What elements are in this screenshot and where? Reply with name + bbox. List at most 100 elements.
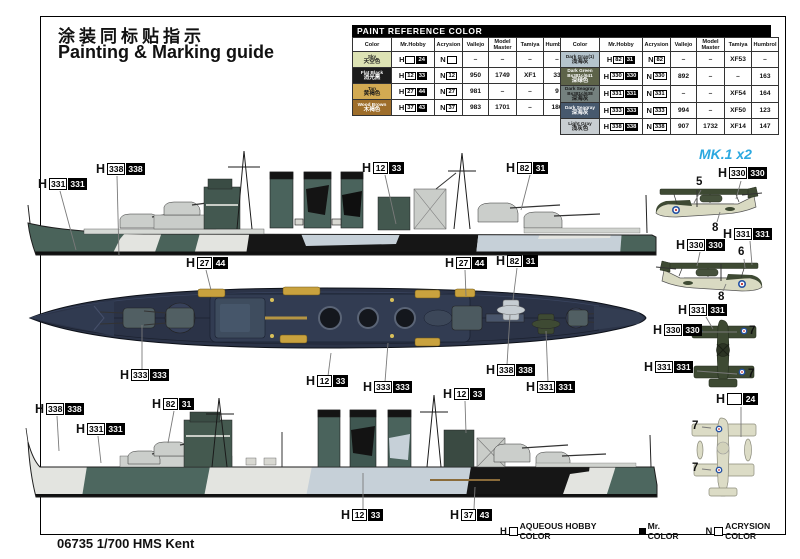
color-name: Dark Gray(1) — [565, 53, 595, 59]
mr-color-code-box: 331 — [624, 89, 639, 98]
aqueous-code-box: 330 — [729, 167, 748, 179]
color-name-cn: 消光黑 — [363, 75, 381, 81]
mr-color-code-box: 333 — [150, 369, 169, 381]
kit-number-title: 06735 1/700 HMS Kent — [57, 536, 195, 551]
legend-acrysion-label: ACRYSION COLOR — [725, 521, 771, 541]
aqueous-code-box: 330 — [664, 324, 683, 336]
legend-h-prefix: H — [500, 525, 507, 537]
tamiya-cell: XF53 — [724, 51, 752, 68]
color-name: Dark Seagray — [565, 105, 595, 111]
vallejo-cell: – — [670, 51, 697, 68]
mr-color-code-box: 31 — [624, 55, 636, 64]
part-number-callout: 5 — [696, 176, 703, 188]
ship-plan-view — [28, 286, 647, 349]
code-prefix: H — [603, 106, 610, 116]
column-header: Model Master — [488, 37, 517, 52]
aqueous-code-box: 331 — [689, 304, 708, 316]
code-prefix: H — [443, 387, 453, 401]
code-prefix: H — [716, 392, 726, 406]
aqueous-code-box: 27 — [456, 257, 472, 269]
aqueous-code-box: 82 — [163, 398, 179, 410]
white-box-icon — [508, 526, 518, 536]
model-master-cell: 1701 — [488, 99, 517, 116]
code-prefix: N — [440, 87, 446, 96]
vallejo-cell: 950 — [462, 67, 489, 84]
aqueous-code-box — [727, 393, 743, 405]
model-master-cell: – — [696, 67, 725, 86]
mr-color-code-box: 33 — [368, 509, 384, 521]
code-prefix: H — [445, 256, 455, 270]
vallejo-cell: 994 — [670, 102, 697, 120]
mr-color-code-box: 331 — [106, 423, 125, 435]
legend-n-prefix: N — [705, 525, 713, 537]
mr-color-code-box: 33 — [389, 162, 405, 174]
aircraft-underside-view — [691, 417, 757, 497]
model-master-cell: – — [696, 84, 725, 104]
color-name-cn: 浅灰色 — [571, 126, 589, 133]
code-prefix: H — [306, 374, 316, 388]
color-name: Dark Seagray Bs381c/638 — [565, 85, 595, 96]
aqueous-code-box: 338 — [107, 163, 126, 175]
aqueous-code-box: 330 — [687, 239, 706, 251]
code-prefix: N — [440, 103, 446, 112]
aqueous-code-box: 12 — [373, 162, 389, 174]
mr-color-code-box: 333 — [624, 106, 639, 115]
title-english: Painting & Marking guide — [58, 42, 275, 62]
aqueous-code-box: 37 — [405, 103, 416, 112]
acrysion-cell: N — [434, 51, 463, 68]
ship-side-profile-top — [27, 150, 657, 256]
code-prefix: N — [646, 71, 652, 81]
code-prefix: H — [35, 402, 45, 416]
aqueous-code-box: 330 — [610, 72, 624, 81]
model-master-cell: – — [488, 83, 517, 100]
color-name: Wood Brown — [357, 101, 387, 107]
mr-color-code-box: 331 — [556, 381, 575, 393]
mr-color-code-box: 44 — [416, 87, 428, 96]
aqueous-code-box: 338 — [497, 364, 516, 376]
legend-mr-label: Mr. COLOR — [647, 521, 679, 541]
code-prefix: H — [398, 103, 405, 112]
code-prefix: H — [362, 161, 372, 175]
white-box-icon — [714, 526, 724, 536]
code-prefix: H — [486, 363, 496, 377]
color-name-cn: 深海灰 — [571, 110, 589, 117]
mr-color-code-box: 44 — [472, 257, 488, 269]
aqueous-code-box: 82 — [654, 55, 665, 64]
mr-color-code-box: 31 — [533, 162, 549, 174]
code-prefix: H — [526, 380, 536, 394]
model-master-cell: – — [696, 51, 725, 68]
aqueous-code-box: 37 — [461, 509, 477, 521]
vallejo-cell: – — [670, 84, 697, 104]
aircraft-side-view-2 — [655, 260, 763, 292]
code-prefix: H — [186, 256, 196, 270]
part-number-callout: 8 — [712, 222, 719, 234]
aqueous-code-box: 331 — [652, 89, 667, 98]
part-number-callout: 8 — [718, 291, 725, 303]
code-prefix: H — [653, 323, 663, 337]
